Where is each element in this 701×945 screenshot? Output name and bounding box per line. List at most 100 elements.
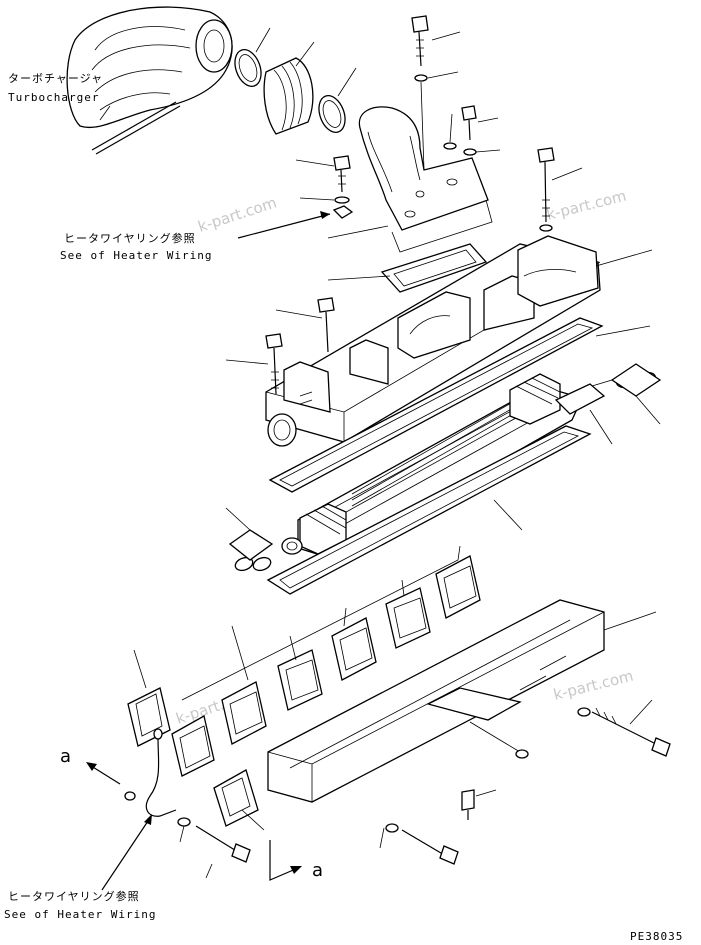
leader-line [477, 117, 499, 123]
leader-line [379, 827, 385, 849]
drain-plug [515, 749, 529, 759]
heater-block [435, 555, 481, 619]
heater-block [385, 587, 431, 649]
leader-line [401, 579, 405, 597]
turbocharger-label-jp: ターボチャージャ [8, 72, 103, 85]
turbocharger-label-en: Turbocharger [8, 91, 99, 104]
bolt [401, 829, 459, 865]
leader-line [635, 395, 661, 425]
gasket [266, 425, 592, 595]
bolt [461, 105, 477, 141]
diamond-bracket [610, 363, 662, 397]
leader-line [99, 105, 111, 121]
washer [414, 74, 428, 82]
leader-line [255, 27, 271, 53]
heater-wiring-label-jp: ヒータワイヤリング参照 [64, 231, 196, 245]
bolt [317, 297, 335, 353]
leader-line [493, 499, 523, 531]
leader-arrow [237, 213, 331, 239]
gasket-plate [554, 383, 606, 415]
leader-line [629, 699, 653, 725]
leader-line [591, 379, 613, 387]
arrow-head [290, 866, 302, 874]
leader-line [431, 31, 461, 41]
leader-arrow [101, 817, 151, 891]
bolt [411, 15, 429, 67]
arrow-head [144, 814, 152, 825]
leader-line [179, 825, 185, 843]
washer [177, 817, 191, 827]
leader-line [343, 607, 347, 627]
leader-line [231, 625, 249, 681]
heater-wiring [145, 728, 177, 817]
arrow-line [269, 840, 299, 881]
leader-line [275, 309, 323, 319]
heater-block [331, 617, 377, 681]
diamond-bracket [228, 529, 274, 561]
bolt [537, 147, 555, 223]
figure-code: PE38035 [630, 930, 683, 943]
heater-block [277, 649, 323, 711]
turbocharger [66, 6, 233, 155]
heater-wiring-label-jp: ヒータワイヤリング参照 [8, 889, 140, 903]
gasket-plate [213, 769, 259, 827]
washer [463, 148, 477, 156]
heater-block [171, 715, 215, 777]
washer [539, 224, 553, 232]
leader-line [475, 789, 497, 797]
gasket [380, 243, 488, 293]
heater-block [221, 681, 267, 745]
bolt [195, 825, 251, 863]
washer [385, 823, 399, 833]
hose [263, 57, 314, 135]
view-reference-a: a [60, 746, 71, 767]
gasket-plate [127, 687, 171, 747]
view-reference-a: a [312, 860, 323, 881]
washer [334, 196, 350, 204]
watermark: k-part.com [196, 193, 279, 235]
arrow-head [320, 211, 330, 219]
intake-manifold [265, 235, 601, 447]
leader-line [327, 225, 389, 239]
intake-heater [281, 373, 583, 559]
clamp [234, 49, 262, 87]
drain-plug [461, 789, 475, 820]
leader-line [603, 611, 657, 631]
o-ring [234, 556, 272, 572]
leader-line [225, 507, 251, 531]
washer [443, 142, 457, 150]
leader-line [589, 409, 613, 445]
leader-line [327, 275, 391, 281]
terminal [332, 205, 354, 219]
leader-line [289, 635, 297, 661]
heater-wiring-label-en: See of Heater Wiring [60, 249, 212, 262]
leader-line [181, 545, 461, 701]
bolt [265, 333, 283, 395]
leader-line [133, 649, 147, 689]
bolt [591, 707, 671, 757]
leader-line [595, 249, 653, 267]
lower-manifold [267, 599, 605, 803]
bolt [333, 155, 351, 193]
leader-line [295, 159, 335, 167]
leader-line [337, 67, 357, 97]
clamp [318, 95, 346, 133]
gasket [268, 317, 604, 493]
arrow-head [86, 762, 97, 771]
watermark: k-part.com [552, 667, 636, 704]
leader-line [551, 167, 583, 181]
leader-line [469, 721, 521, 753]
washer [577, 707, 591, 717]
leader-line [205, 863, 213, 879]
intake-elbow [358, 106, 493, 253]
leader-line [427, 71, 459, 79]
watermark: k-part.com [545, 187, 629, 224]
leader-line [225, 359, 269, 365]
leader-line [241, 809, 265, 831]
washer [124, 791, 136, 801]
leader-line [449, 113, 453, 143]
leader-line [295, 41, 315, 67]
leader-line [595, 325, 651, 337]
leader-line [475, 149, 501, 153]
